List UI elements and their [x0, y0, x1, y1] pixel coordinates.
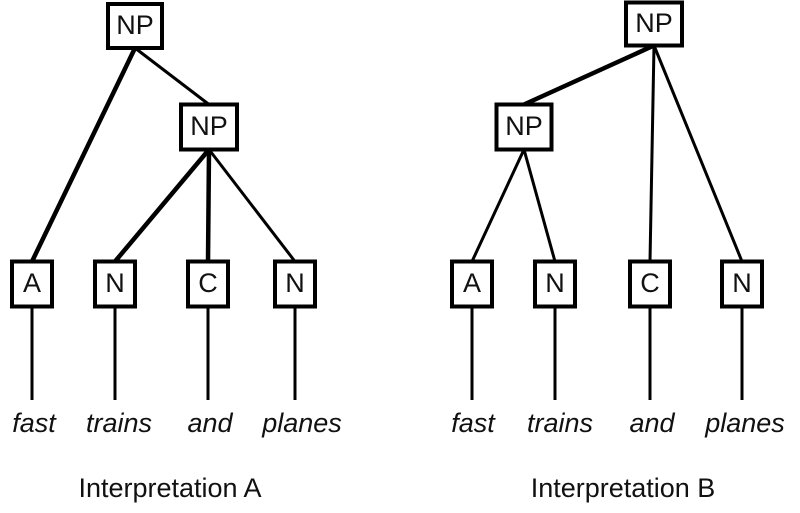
node-label-a-pos-2: N — [105, 268, 125, 298]
node-box-a-pos-1 — [10, 259, 54, 309]
branch-b-root-to-b-pos-4 — [652, 44, 744, 263]
branch-b-root-to-b-np2 — [523, 43, 655, 107]
node-label-a-np2: NP — [190, 111, 228, 141]
node-label-a-pos-3: C — [198, 268, 218, 298]
branch-b-np2-to-b-pos-1 — [470, 148, 526, 263]
node-box-b-root — [624, 0, 684, 48]
leaf-stem-group — [470, 306, 744, 400]
node-b-pos-3: C — [628, 259, 672, 309]
node-box-b-pos-4 — [720, 259, 764, 309]
node-a-pos-2: N — [93, 259, 137, 309]
branch-group — [470, 43, 744, 263]
terminal-word-interpretation-a-2: and — [187, 408, 233, 438]
node-box-a-root — [106, 2, 164, 50]
node-box-b-np2 — [494, 102, 554, 152]
node-label-b-pos-1: A — [463, 268, 481, 298]
node-box-b-pos-2 — [533, 259, 577, 309]
node-label-b-root: NP — [635, 8, 673, 38]
branch-b-root-to-b-pos-3 — [648, 45, 656, 262]
leaf-stem-group — [30, 306, 297, 400]
node-b-pos-2: N — [533, 259, 577, 309]
node-a-root: NP — [106, 2, 164, 50]
node-b-pos-1: A — [450, 259, 494, 309]
branch-group — [29, 46, 297, 263]
branch-a-root-to-a-pos-1 — [29, 47, 138, 263]
node-label-a-root: NP — [116, 10, 154, 40]
terminal-word-interpretation-a-1: trains — [86, 408, 152, 438]
node-a-pos-4: N — [273, 259, 317, 309]
node-label-a-pos-4: N — [285, 268, 305, 298]
branch-a-np2-to-a-pos-2 — [113, 148, 211, 263]
terminal-word-interpretation-b-3: planes — [704, 408, 785, 438]
node-a-np2: NP — [179, 102, 239, 152]
node-box-b-pos-3 — [628, 259, 672, 309]
caption-interpretation-a: Interpretation A — [78, 473, 261, 503]
terminal-word-interpretation-b-1: trains — [527, 408, 593, 438]
terminal-word-interpretation-b-2: and — [629, 408, 675, 438]
node-box-a-pos-3 — [186, 259, 230, 309]
node-label-b-np2: NP — [505, 111, 543, 141]
node-label-b-pos-3: C — [640, 268, 660, 298]
node-b-pos-4: N — [720, 259, 764, 309]
node-label-b-pos-4: N — [732, 268, 752, 298]
node-box-a-np2 — [179, 102, 239, 152]
terminal-word-interpretation-a-0: fast — [12, 408, 57, 438]
node-label-a-pos-1: A — [23, 268, 41, 298]
terminal-word-interpretation-a-3: planes — [261, 408, 342, 438]
node-label-b-pos-2: N — [545, 268, 565, 298]
branch-a-root-to-a-np2 — [134, 46, 210, 106]
branch-a-np2-to-a-pos-3 — [205, 149, 212, 262]
node-b-np2: NP — [494, 102, 554, 152]
branch-b-np2-to-b-pos-2 — [522, 149, 557, 262]
node-box-a-pos-4 — [273, 259, 317, 309]
node-box-b-pos-1 — [450, 259, 494, 309]
node-box-a-pos-2 — [93, 259, 137, 309]
terminal-word-interpretation-b-0: fast — [451, 408, 496, 438]
node-a-pos-1: A — [10, 259, 54, 309]
node-a-pos-3: C — [186, 259, 230, 309]
caption-interpretation-b: Interpretation B — [531, 473, 716, 503]
node-b-root: NP — [624, 0, 684, 48]
branch-a-np2-to-a-pos-4 — [207, 148, 297, 263]
